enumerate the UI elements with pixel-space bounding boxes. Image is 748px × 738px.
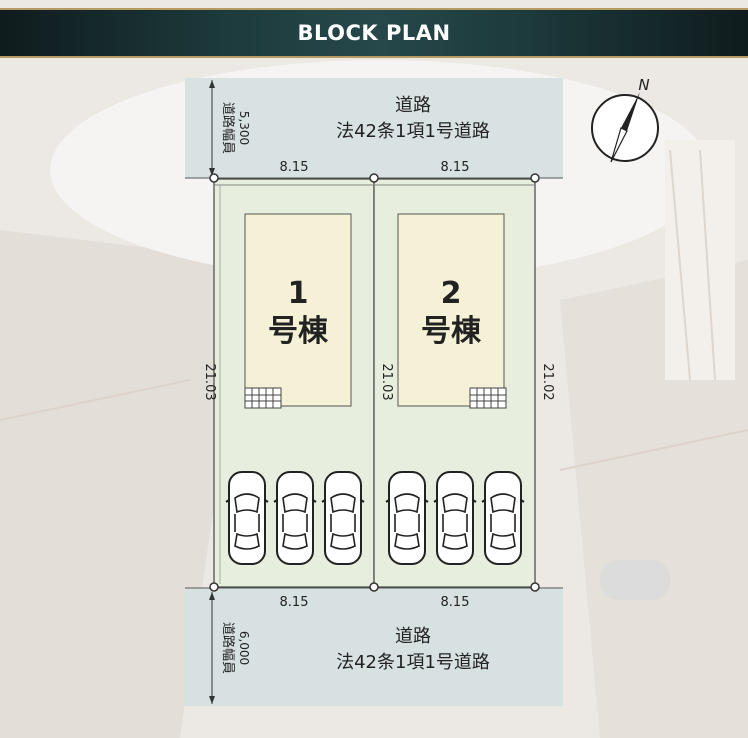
south-road-name: 道路 bbox=[395, 626, 431, 647]
north-road-width-label: 道路幅員 bbox=[220, 102, 236, 154]
parking-car-5 bbox=[433, 471, 477, 565]
north-arrow-icon: N bbox=[591, 76, 659, 163]
deck-2 bbox=[469, 387, 507, 409]
header-banner: BLOCK PLAN bbox=[0, 8, 748, 58]
north-road-type: 法42条1項1号道路 bbox=[336, 121, 490, 142]
south-road-width-value: 6,000 bbox=[237, 631, 251, 665]
dimension-bottom-left: 8.15 bbox=[280, 595, 309, 610]
dimension-middle: 21.03 bbox=[379, 363, 394, 400]
dimension-top-right: 8.15 bbox=[441, 160, 470, 175]
south-road-width-label: 道路幅員 bbox=[220, 622, 236, 674]
lot-2-name: 号棟 bbox=[421, 314, 482, 349]
lot-2-number: 2 bbox=[441, 276, 462, 311]
dimension-left: 21.03 bbox=[202, 363, 217, 400]
dimension-top-left: 8.15 bbox=[280, 160, 309, 175]
dimension-bottom-right: 8.15 bbox=[441, 595, 470, 610]
building-2 bbox=[397, 213, 505, 407]
parking-car-2 bbox=[273, 471, 317, 565]
north-road-width-marker: 道路幅員 5,300 bbox=[209, 80, 251, 176]
south-road-type: 法42条1項1号道路 bbox=[336, 652, 490, 673]
north-road-width-value: 5,300 bbox=[237, 111, 251, 145]
parking-car-6 bbox=[481, 471, 525, 565]
north-road-name: 道路 bbox=[395, 95, 431, 116]
lot-1-name: 号棟 bbox=[268, 314, 329, 349]
compass-label: N bbox=[638, 76, 649, 94]
parking-car-1 bbox=[225, 471, 269, 565]
north-road bbox=[185, 78, 563, 178]
parking-car-4 bbox=[385, 471, 429, 565]
building-1 bbox=[244, 213, 352, 407]
page-title: BLOCK PLAN bbox=[297, 21, 451, 45]
south-road bbox=[185, 588, 563, 706]
parking-car-3 bbox=[321, 471, 365, 565]
dimension-right: 21.02 bbox=[540, 363, 555, 400]
deck-1 bbox=[244, 387, 282, 409]
south-road-width-marker: 道路幅員 6,000 bbox=[209, 592, 251, 704]
lot-1-number: 1 bbox=[288, 276, 309, 311]
